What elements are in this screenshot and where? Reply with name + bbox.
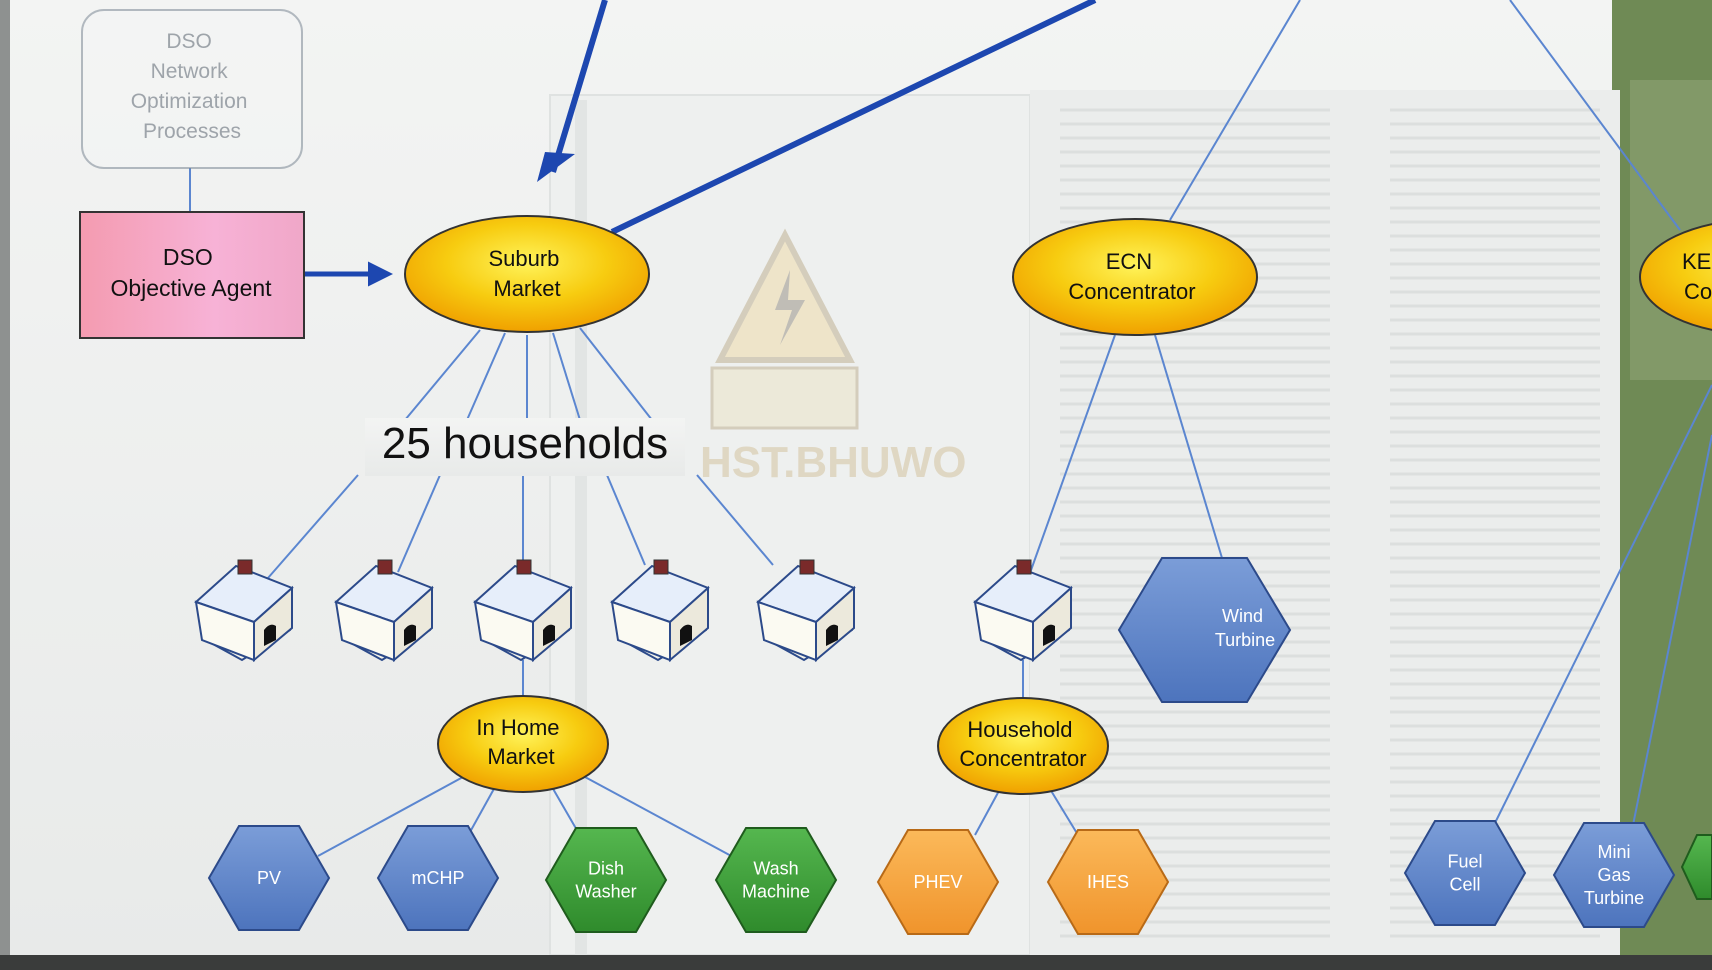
device-label: PV <box>257 868 281 888</box>
svg-text:PHEV: PHEV <box>913 872 962 892</box>
device-node: mCHP <box>376 825 500 931</box>
device-label: Wash <box>753 859 798 879</box>
in-home-market-line-1: In Home <box>476 715 559 740</box>
svg-text:Household Concentrator: Household Concentrator <box>959 717 1086 771</box>
in-home-market-line-2: Market <box>487 744 554 769</box>
house-icon <box>194 559 294 663</box>
house-icon <box>334 559 434 663</box>
device-label: IHES <box>1087 872 1129 892</box>
device-label: Machine <box>742 882 810 902</box>
wind-turbine-line-2: Turbine <box>1215 630 1275 650</box>
dso-objective-agent-box: DSO Objective Agent <box>79 211 305 339</box>
houses-group <box>194 559 1073 663</box>
suburb-market-line-2: Market <box>493 276 560 301</box>
device-label: Mini <box>1597 842 1630 862</box>
wind-turbine-line-1: Wind <box>1222 606 1263 626</box>
svg-text:KE Co: KE Co <box>1682 249 1712 304</box>
svg-text:PV: PV <box>257 868 281 888</box>
partial-device-node <box>1680 834 1712 900</box>
device-label: mCHP <box>412 868 465 888</box>
svg-text:ECN Concentrator: ECN Concentrator <box>1068 249 1195 304</box>
ke-concentrator-node: KE Co <box>1639 223 1712 331</box>
dso-processes-line-2: Network <box>151 60 229 83</box>
svg-text:Wind Turbine: Wind Turbine <box>1215 606 1275 650</box>
suburb-market-node: Suburb Market <box>404 215 650 333</box>
svg-text:DSO Objective Agent: DSO Objective Agent <box>110 244 272 301</box>
wind-turbine-node: Wind Turbine <box>1117 557 1292 703</box>
dso-agent-line-1: DSO <box>163 244 213 270</box>
house-icon <box>473 559 573 663</box>
dso-agent-line-2: Objective Agent <box>110 275 272 301</box>
house-icon <box>756 559 856 663</box>
louver-pattern <box>1060 108 1600 938</box>
ke-concentrator-line-2: Co <box>1684 279 1712 304</box>
device-node: IHES <box>1046 829 1170 935</box>
svg-text:Suburb Market: Suburb Market <box>488 246 565 301</box>
device-label: Turbine <box>1584 888 1644 908</box>
svg-text:In Home Market: In Home Market <box>476 715 565 769</box>
households-label-bg <box>365 418 685 476</box>
connection-lines <box>189 0 1712 859</box>
device-label: Gas <box>1597 865 1630 885</box>
suburb-market-line-1: Suburb <box>488 246 559 271</box>
household-concentrator-line-1: Household <box>967 717 1072 742</box>
household-concentrator-line-2: Concentrator <box>959 746 1086 771</box>
dso-processes-line-4: Processes <box>143 120 241 143</box>
ke-concentrator-line-1: KE <box>1682 249 1711 274</box>
dso-network-processes-box: DSO Network Optimization Processes <box>81 9 303 169</box>
device-label: PHEV <box>913 872 962 892</box>
device-node: PV <box>207 825 331 931</box>
household-concentrator-node: Household Concentrator <box>937 697 1109 795</box>
ecn-concentrator-line-2: Concentrator <box>1068 279 1195 304</box>
dso-processes-line-1: DSO <box>166 30 212 53</box>
device-label: Fuel <box>1447 852 1482 872</box>
device-label: Washer <box>575 882 636 902</box>
ecn-concentrator-node: ECN Concentrator <box>1012 218 1258 336</box>
svg-text:IHES: IHES <box>1087 872 1129 892</box>
svg-text:DSO Network Optimi: DSO Network Optimization Processes <box>131 30 254 143</box>
device-label: Cell <box>1449 875 1480 895</box>
warning-sign <box>710 228 859 430</box>
households-label: 25 households <box>382 419 668 468</box>
house-icon <box>610 559 710 663</box>
device-label: Dish <box>588 859 624 879</box>
svg-text:mCHP: mCHP <box>412 868 465 888</box>
ecn-concentrator-line-1: ECN <box>1106 249 1152 274</box>
dso-processes-line-3: Optimization <box>131 90 248 113</box>
device-node: PHEV <box>876 829 1000 935</box>
data-flow-arrows <box>304 0 1097 287</box>
in-home-market-node: In Home Market <box>437 695 609 793</box>
house-icon <box>973 559 1073 663</box>
background-sign-text: HST.BHUWO <box>700 438 966 487</box>
